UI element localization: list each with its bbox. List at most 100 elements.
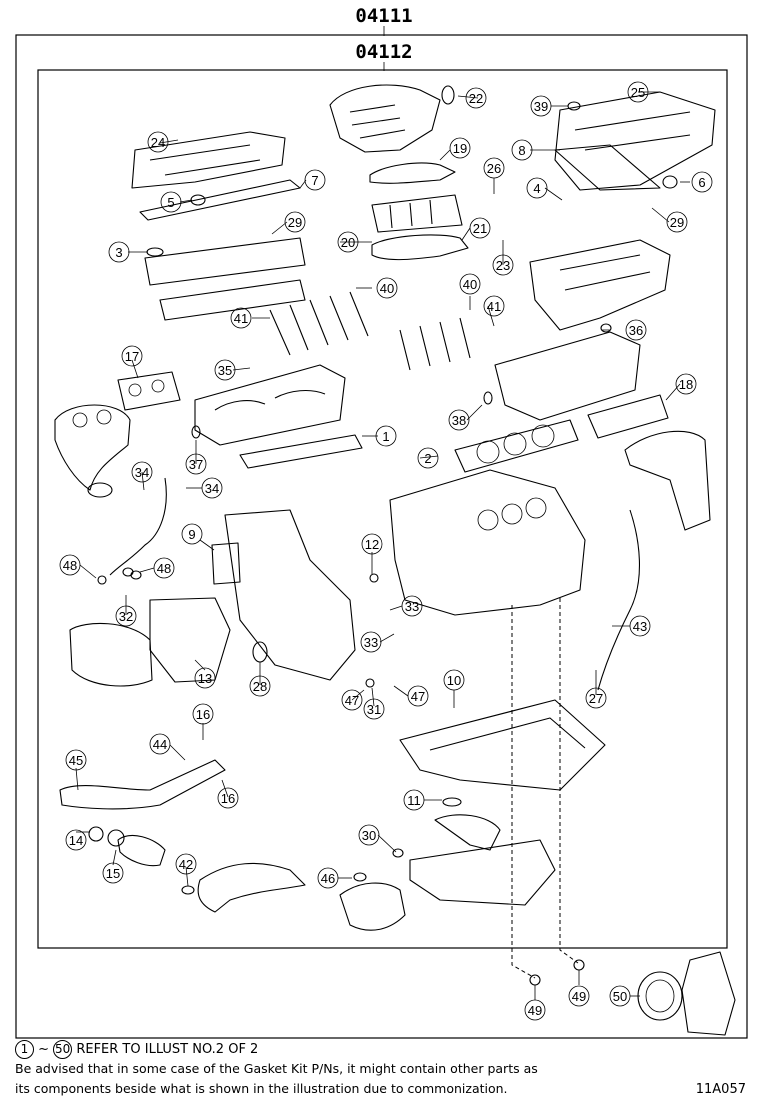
callout-4[interactable]: 4 (526, 177, 548, 199)
callout-19[interactable]: 19 (449, 137, 471, 159)
callout-12[interactable]: 12 (361, 533, 383, 555)
callout-10[interactable]: 10 (443, 669, 465, 691)
callout-number: 38 (452, 413, 466, 428)
callout-49-left[interactable]: 49 (524, 999, 546, 1021)
callout-50[interactable]: 50 (609, 985, 631, 1007)
callout-38[interactable]: 38 (448, 409, 470, 431)
callout-number: 33 (405, 599, 419, 614)
callout-26[interactable]: 26 (483, 157, 505, 179)
callout-number: 24 (151, 135, 165, 150)
callout-24[interactable]: 24 (147, 131, 169, 153)
callout-27[interactable]: 27 (585, 687, 607, 709)
callout-number: 18 (679, 377, 693, 392)
callout-40-right[interactable]: 40 (459, 273, 481, 295)
callout-28[interactable]: 28 (249, 675, 271, 697)
kit-frame-inner (37, 69, 728, 949)
callout-17[interactable]: 17 (121, 345, 143, 367)
callout-11[interactable]: 11 (403, 789, 425, 811)
callout-25[interactable]: 25 (627, 81, 649, 103)
callout-39[interactable]: 39 (530, 95, 552, 117)
callout-number: 43 (633, 619, 647, 634)
advisory-note-line-1: Be advised that in some case of the Gask… (15, 1061, 538, 1076)
callout-number: 29 (288, 215, 302, 230)
callout-number: 28 (253, 679, 267, 694)
callout-number: 33 (364, 635, 378, 650)
callout-number: 5 (167, 195, 174, 210)
callout-37[interactable]: 37 (185, 453, 207, 475)
callout-40-left[interactable]: 40 (376, 277, 398, 299)
callout-number: 37 (189, 457, 203, 472)
callout-47-right[interactable]: 47 (407, 685, 429, 707)
callout-number: 34 (205, 481, 219, 496)
callout-number: 50 (613, 989, 627, 1004)
callout-number: 22 (469, 91, 483, 106)
callout-number: 4 (533, 181, 540, 196)
callout-9[interactable]: 9 (181, 523, 203, 545)
callout-36[interactable]: 36 (625, 319, 647, 341)
callout-23[interactable]: 23 (492, 254, 514, 276)
callout-33-upper[interactable]: 33 (401, 595, 423, 617)
callout-13[interactable]: 13 (194, 667, 216, 689)
callout-20[interactable]: 20 (337, 231, 359, 253)
callout-48-left[interactable]: 48 (59, 554, 81, 576)
callout-number: 11 (407, 793, 421, 808)
callout-30[interactable]: 30 (358, 824, 380, 846)
callout-number: 45 (69, 753, 83, 768)
callout-29-left[interactable]: 29 (284, 211, 306, 233)
callout-16-upper[interactable]: 16 (192, 703, 214, 725)
callout-number: 40 (380, 281, 394, 296)
callout-number: 7 (311, 173, 318, 188)
callout-number: 19 (453, 141, 467, 156)
callout-2[interactable]: 2 (417, 447, 439, 469)
callout-14[interactable]: 14 (65, 829, 87, 851)
callout-number: 36 (629, 323, 643, 338)
callout-21[interactable]: 21 (469, 217, 491, 239)
callout-49-right[interactable]: 49 (568, 985, 590, 1007)
kit-number-inner[interactable]: 04112 (355, 41, 412, 63)
callout-35[interactable]: 35 (214, 359, 236, 381)
callout-8[interactable]: 8 (511, 139, 533, 161)
figure-code: 11A057 (695, 1082, 746, 1097)
kit-number-outer[interactable]: 04111 (355, 5, 412, 27)
callout-number: 9 (188, 527, 195, 542)
callout-41-right[interactable]: 41 (483, 295, 505, 317)
callout-34-upper[interactable]: 34 (131, 461, 153, 483)
callout-15[interactable]: 15 (102, 862, 124, 884)
callout-43[interactable]: 43 (629, 615, 651, 637)
callout-42[interactable]: 42 (175, 853, 197, 875)
callout-48-right[interactable]: 48 (153, 557, 175, 579)
callout-41-left[interactable]: 41 (230, 307, 252, 329)
callout-number: 15 (106, 866, 120, 881)
callout-44[interactable]: 44 (149, 733, 171, 755)
callout-45[interactable]: 45 (65, 749, 87, 771)
callout-16-lower[interactable]: 16 (217, 787, 239, 809)
callout-number: 39 (534, 99, 548, 114)
callout-number: 27 (589, 691, 603, 706)
callout-46[interactable]: 46 (317, 867, 339, 889)
callout-31[interactable]: 31 (363, 698, 385, 720)
callout-number: 16 (221, 791, 235, 806)
callout-7[interactable]: 7 (304, 169, 326, 191)
callout-47-left[interactable]: 47 (341, 689, 363, 711)
callout-number: 42 (179, 857, 193, 872)
callout-18[interactable]: 18 (675, 373, 697, 395)
callout-number: 16 (196, 707, 210, 722)
callout-5[interactable]: 5 (160, 191, 182, 213)
callout-number: 25 (631, 85, 645, 100)
callout-33-lower[interactable]: 33 (360, 631, 382, 653)
callout-number: 8 (518, 143, 525, 158)
callout-number: 23 (496, 258, 510, 273)
callout-22[interactable]: 22 (465, 87, 487, 109)
callout-32[interactable]: 32 (115, 605, 137, 627)
callout-number: 13 (198, 671, 212, 686)
callout-number: 14 (69, 833, 83, 848)
callout-34-lower[interactable]: 34 (201, 477, 223, 499)
callout-number: 41 (487, 299, 501, 314)
callout-6[interactable]: 6 (691, 171, 713, 193)
callout-1[interactable]: 1 (375, 425, 397, 447)
callout-29-right[interactable]: 29 (666, 211, 688, 233)
callout-number: 40 (463, 277, 477, 292)
callout-3[interactable]: 3 (108, 241, 130, 263)
callout-number: 26 (487, 161, 501, 176)
